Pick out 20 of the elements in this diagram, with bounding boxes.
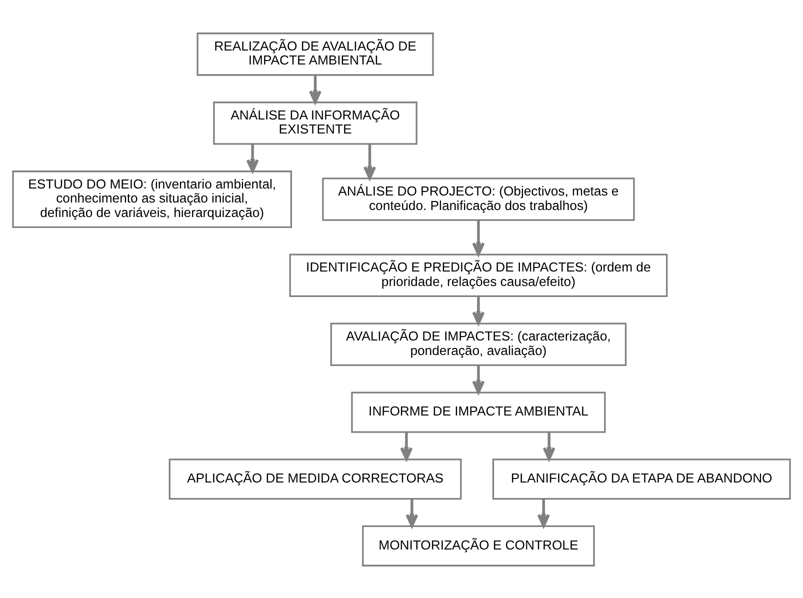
arrow <box>472 220 485 256</box>
arrow <box>472 365 485 394</box>
node-box: IDENTIFICAÇÃO E PREDIÇÃO DE IMPACTES: (ordem de prioridade, relações causa/efeito) <box>289 253 668 297</box>
arrow <box>537 498 550 527</box>
node-box: ANÁLISE DO PROJECTO: (Objectivos, metas e conteúdo. Planificação dos trabalhos) <box>322 177 635 220</box>
node-box: MONITORIZAÇÃO E CONTROLE <box>362 524 595 566</box>
arrow <box>308 74 322 104</box>
node-box: APLICAÇÃO DE MEDIDA CORRECTORAS <box>168 458 462 500</box>
arrow <box>472 296 485 324</box>
node-box: PLANIFICAÇÃO DA ETAPA DE ABANDONO <box>492 458 791 500</box>
node-box: ANÁLISE DA INFORMAÇÃO EXISTENTE <box>213 101 418 144</box>
node-box: INFORME DE IMPACTE AMBIENTAL <box>351 391 606 432</box>
arrow <box>400 432 413 460</box>
node-box: ESTUDO DO MEIO: (inventario ambiental, conhecimento as situação inicial, definição de variáveis, hierarquização) <box>12 170 292 228</box>
node-box: REALIZAÇÃO DE AVALIAÇÃO DE IMPACTE AMBIENTAL <box>196 32 434 76</box>
node-box: AVALIAÇÃO DE IMPACTES: (caracterização, ponderação, avaliação) <box>330 322 627 366</box>
arrow <box>542 432 556 460</box>
arrow <box>406 498 418 527</box>
arrow <box>363 144 376 180</box>
arrow <box>246 144 259 172</box>
